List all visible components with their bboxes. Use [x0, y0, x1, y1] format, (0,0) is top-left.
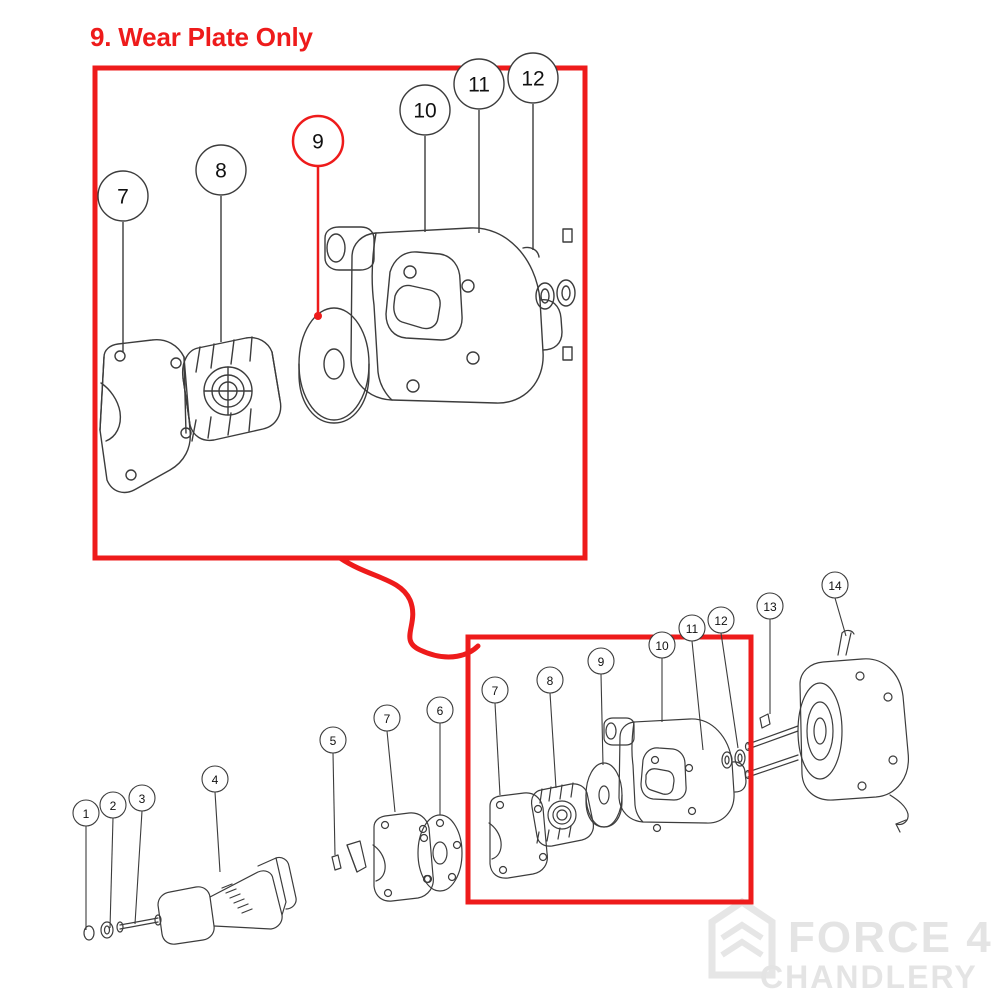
callout-label-12: 12 — [521, 68, 544, 91]
main-highlight-box — [465, 634, 754, 905]
callout-bubble-main-7a — [373, 704, 401, 732]
callout-bubble-10 — [399, 84, 451, 136]
callout-bubble-main-14 — [821, 571, 849, 599]
svg-text:6: 6 — [437, 704, 444, 718]
detail-to-main-connector — [337, 555, 481, 660]
callout-bubble-main-3 — [128, 784, 156, 812]
page-title: 9. Wear Plate Only — [90, 22, 313, 52]
svg-text:8: 8 — [547, 674, 554, 688]
callout-bubble-main-4 — [201, 765, 229, 793]
callout-bubble-main-11 — [678, 614, 706, 642]
svg-text:13: 13 — [763, 600, 777, 614]
callout-bubble-11 — [453, 58, 505, 110]
callout-bubble-main-12 — [707, 606, 735, 634]
callout-bubble-main-5 — [319, 726, 347, 754]
callout-bubble-main-1 — [72, 799, 100, 827]
callout-bubble-main-7b — [481, 676, 509, 704]
svg-text:9: 9 — [598, 655, 605, 669]
svg-text:5: 5 — [330, 734, 337, 748]
callout-label-7: 7 — [117, 186, 129, 209]
callout-bubble-main-9 — [587, 647, 615, 675]
watermark-line1: FORCE 4 — [788, 913, 993, 962]
svg-text:2: 2 — [110, 799, 117, 813]
callout-bubble-9 — [291, 114, 345, 168]
callout-label-8: 8 — [215, 160, 227, 183]
svg-text:7: 7 — [492, 684, 499, 698]
svg-text:1: 1 — [83, 807, 90, 821]
callout-bubble-main-13 — [756, 592, 784, 620]
callout-bubble-8 — [195, 144, 247, 196]
callout-bubble-main-8 — [536, 666, 564, 694]
watermark-line2: CHANDLERY — [760, 959, 978, 995]
callout-bubble-7 — [97, 170, 149, 222]
svg-text:12: 12 — [714, 614, 728, 628]
callout-bubble-main-2 — [99, 791, 127, 819]
callout-label-10: 10 — [413, 100, 436, 123]
callout-bubble-12 — [507, 52, 559, 104]
svg-text:3: 3 — [139, 792, 146, 806]
callout-label-11: 11 — [468, 74, 490, 97]
svg-text:11: 11 — [686, 622, 699, 636]
svg-text:4: 4 — [212, 773, 219, 787]
callout-label-9: 9 — [312, 131, 324, 154]
svg-text:10: 10 — [655, 639, 669, 653]
svg-text:7: 7 — [384, 712, 391, 726]
callout-bubble-main-10 — [648, 631, 676, 659]
svg-text:14: 14 — [828, 579, 842, 593]
callout-bubble-main-6 — [426, 696, 454, 724]
